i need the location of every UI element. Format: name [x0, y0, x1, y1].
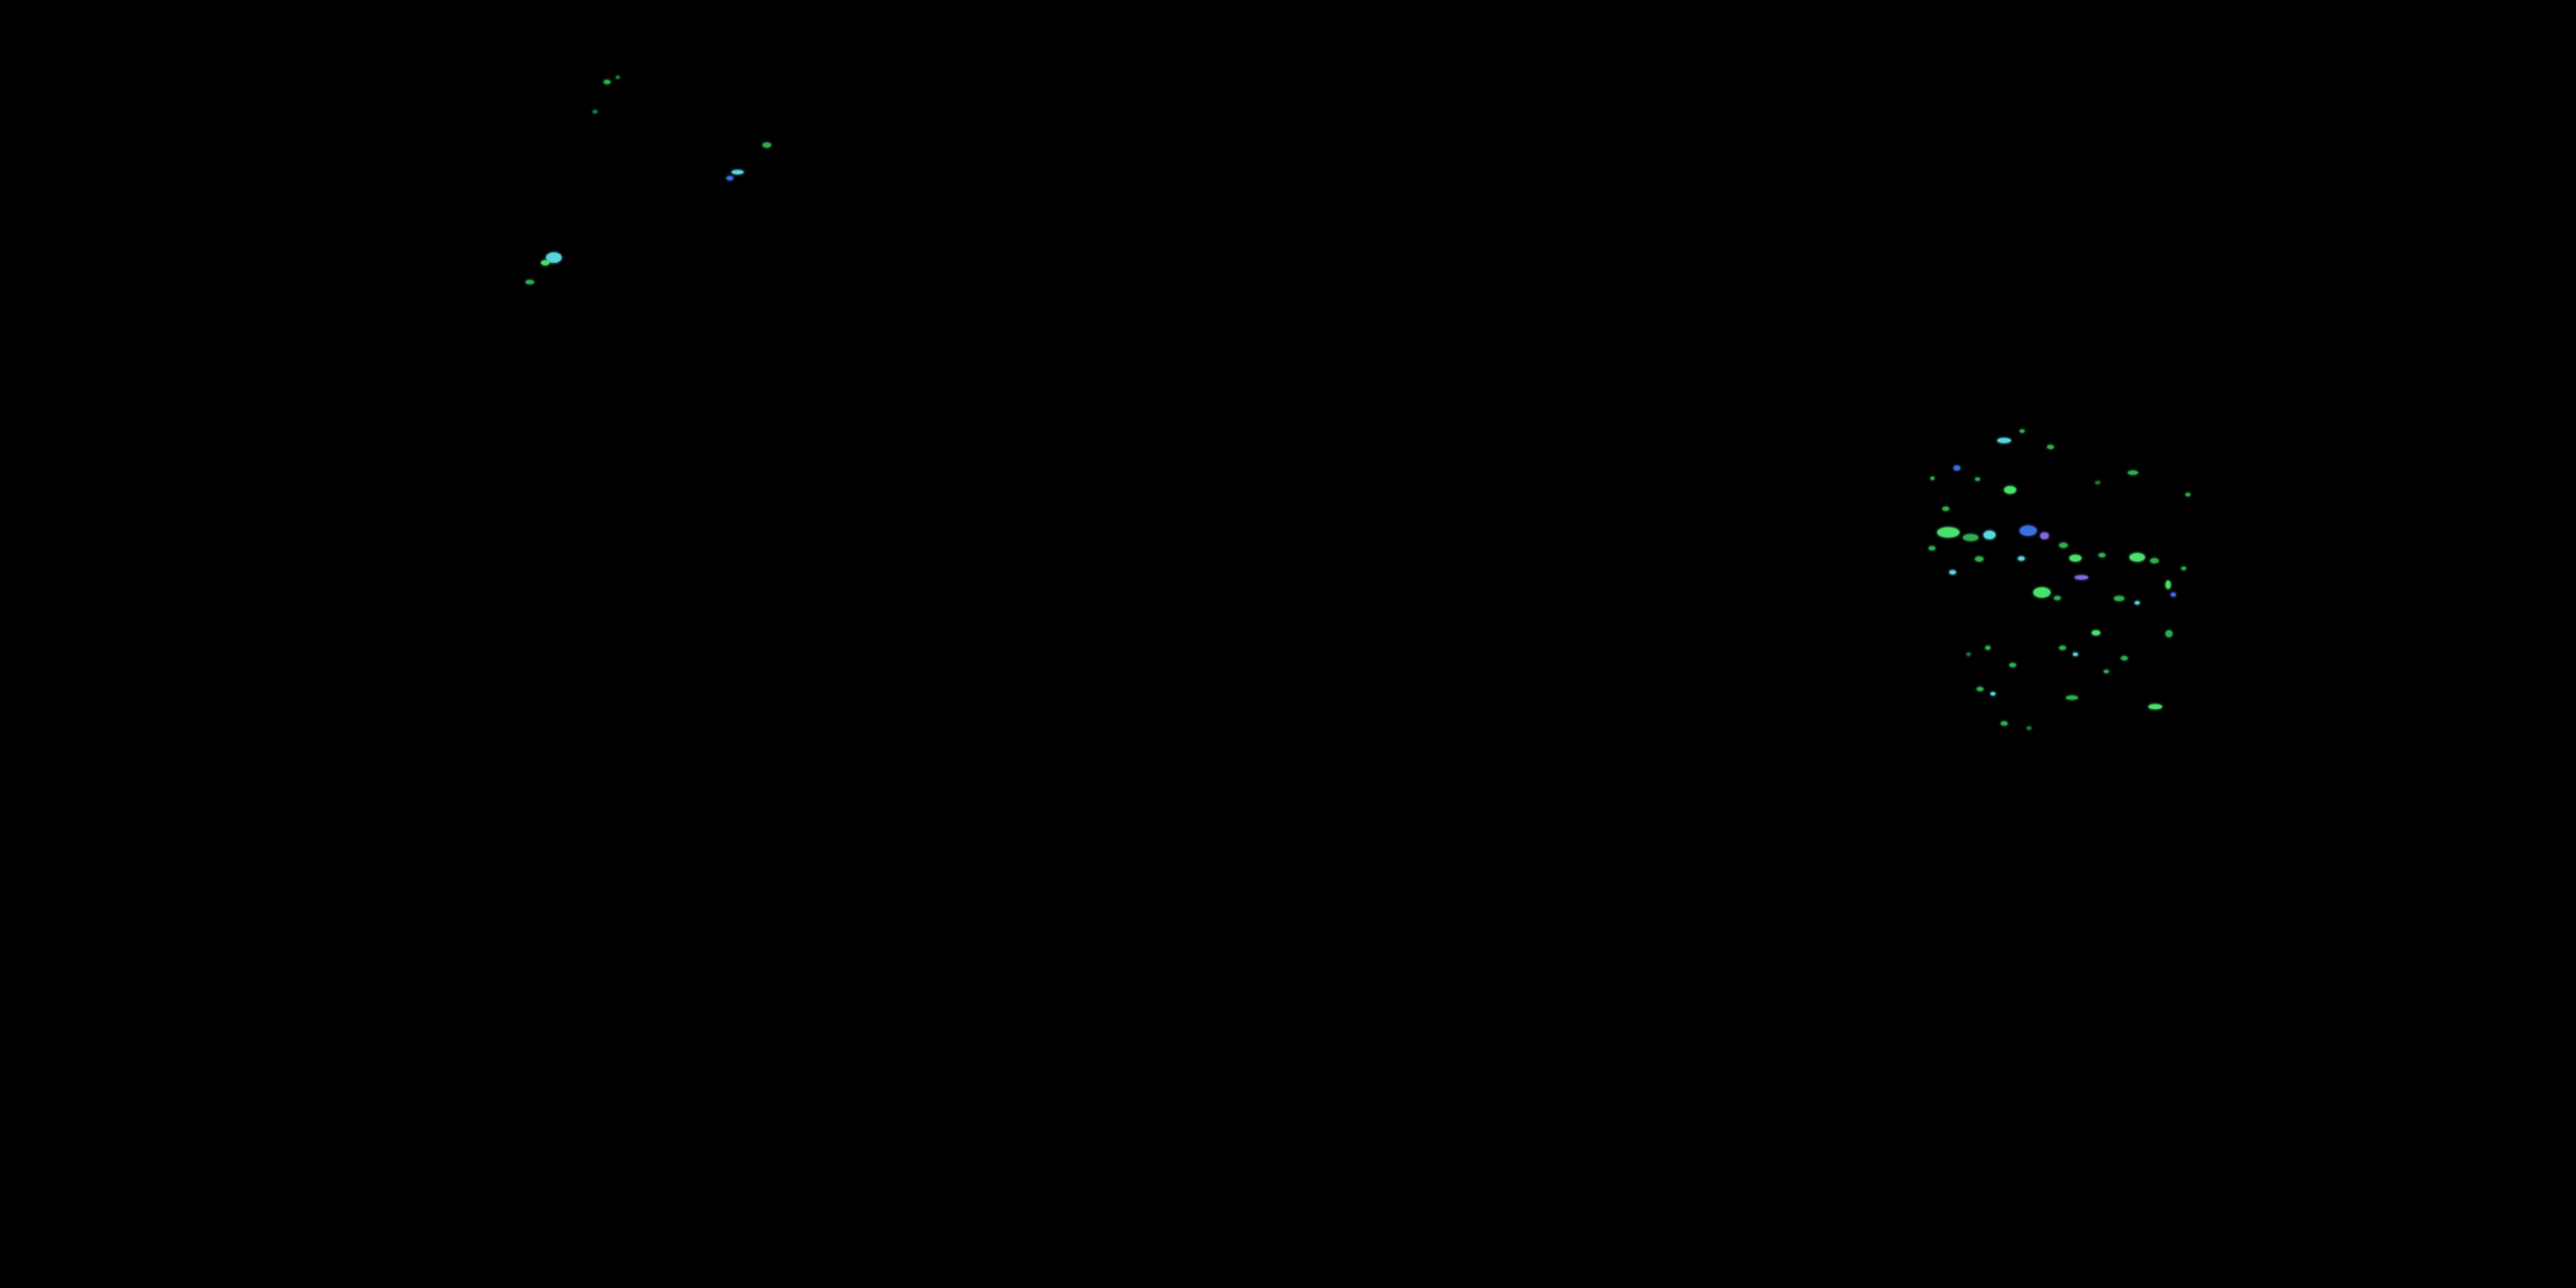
radar-echo [726, 176, 733, 180]
radar-echo [2073, 653, 2078, 656]
radar-echo [2121, 656, 2128, 660]
radar-echo [2166, 630, 2172, 637]
radar-echo [1929, 546, 1935, 550]
radar-echo [1966, 653, 1971, 656]
radar-echo [592, 110, 598, 113]
radar-echo [1930, 477, 1935, 480]
radar-echo [616, 76, 620, 79]
radar-echo [2129, 553, 2145, 562]
radar-echo [2004, 486, 2016, 494]
radar-echo [732, 170, 744, 174]
radar-echo [2148, 704, 2162, 709]
radar-echo [2181, 567, 2186, 570]
radar-echo [2099, 553, 2105, 557]
radar-echo [2054, 596, 2061, 600]
radar-echo [2095, 481, 2100, 484]
radar-echo [546, 252, 562, 263]
radar-echo [2171, 592, 2176, 597]
radar-echo [2020, 526, 2037, 536]
radar-echo [1953, 465, 1960, 471]
radar-echo [1997, 438, 2011, 443]
radar-echo [2026, 726, 2032, 730]
radar-echo [1963, 534, 1978, 541]
radar-echo [1949, 570, 1956, 574]
radar-echo [2135, 601, 2140, 605]
radar-echo [2040, 532, 2049, 539]
radar-echo [2018, 556, 2025, 561]
radar-echo [1977, 687, 1984, 691]
radar-echo [1975, 477, 1980, 481]
radar-echo [2128, 471, 2138, 475]
radar-echo [762, 143, 771, 148]
radar-echo [2059, 646, 2066, 650]
radar-echo [2001, 721, 2008, 726]
radar-echo [1984, 531, 1996, 539]
radar-echo [2092, 630, 2100, 635]
radar-echo [1975, 556, 1984, 562]
radar-echo [2075, 575, 2088, 580]
radar-echo [2009, 663, 2016, 667]
radar-echo [2185, 493, 2190, 496]
radar-echo [2104, 670, 2109, 673]
radar-echo [2114, 596, 2124, 601]
radar-echo [2033, 587, 2050, 598]
radar-echo [541, 260, 550, 265]
radar-echo [604, 80, 611, 84]
radar-echo [526, 280, 534, 284]
radar-echo [2059, 543, 2068, 548]
radar-echo [1942, 507, 1949, 511]
radar-echo [1985, 646, 1990, 650]
radar-echo [1937, 527, 1959, 538]
radar-echo [1990, 692, 1996, 696]
radar-echo [2166, 580, 2171, 589]
radar-echo [2066, 696, 2078, 700]
radar-echo [2047, 445, 2054, 449]
radar-echo [2069, 555, 2081, 562]
radar-echo [2020, 429, 2025, 433]
radar-echo [2150, 558, 2159, 563]
